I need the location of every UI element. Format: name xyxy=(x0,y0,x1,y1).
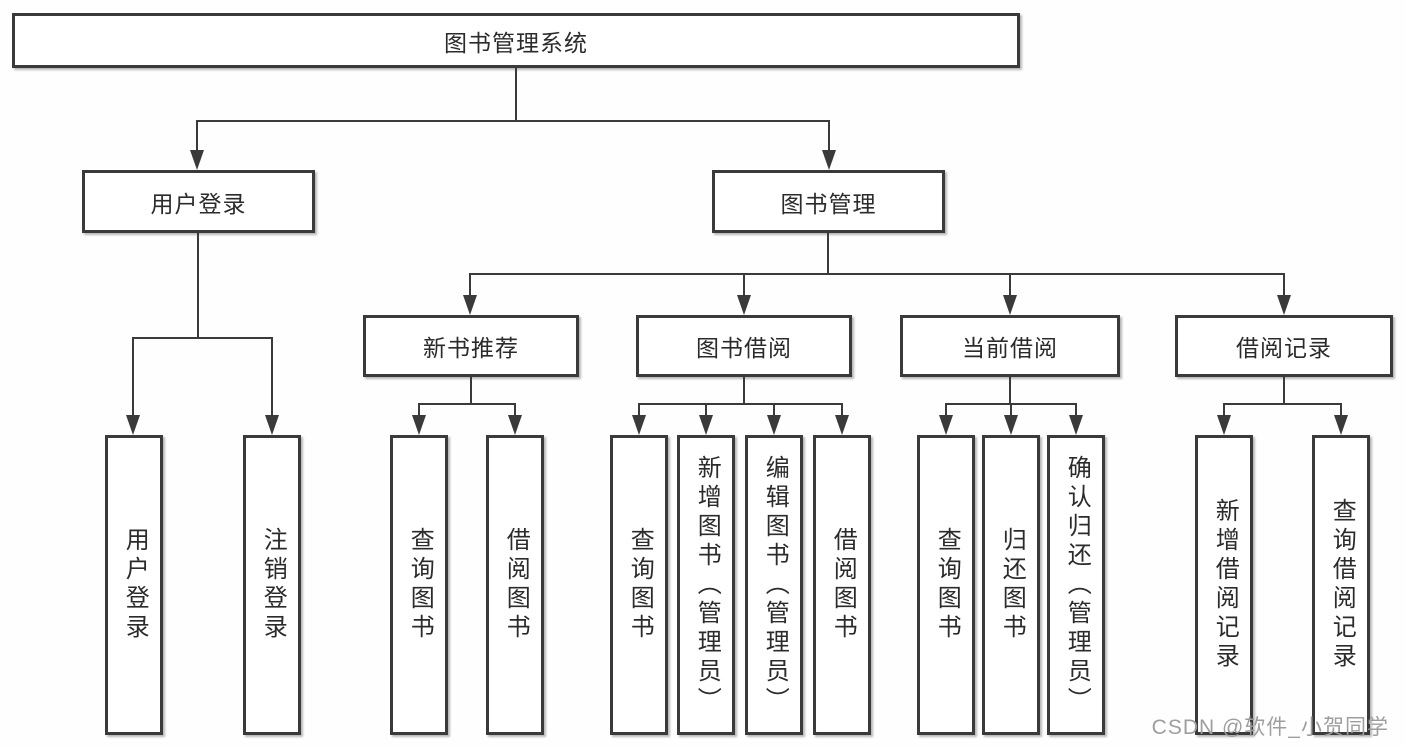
arrow-down-icon xyxy=(1277,295,1291,315)
node-root: 图书管理系统 xyxy=(12,13,1020,68)
connector-shaft xyxy=(638,403,640,419)
connector-shaft xyxy=(469,273,471,297)
node-label: 用户登录 xyxy=(150,190,247,217)
arrow-down-icon xyxy=(412,415,426,435)
connector-shaft xyxy=(1340,403,1342,419)
node-label: 图书借阅 xyxy=(696,335,792,361)
connector-shaft xyxy=(828,120,830,152)
connector-current-borrow-stub xyxy=(1009,377,1011,403)
arrow-down-icon xyxy=(699,415,713,435)
node-leaf-query-books-recommend: 查询图书 xyxy=(390,435,448,735)
node-label: 图书管理系统 xyxy=(444,29,588,56)
node-leaf-borrow-books-recommend: 借阅图书 xyxy=(486,435,544,735)
arrow-down-icon xyxy=(1004,415,1018,435)
arrow-down-icon xyxy=(939,415,953,435)
arrow-down-icon xyxy=(265,415,279,435)
connector-book-mgmt-stub xyxy=(827,233,829,273)
node-leaf-add-borrow-record: 新增借阅记录 xyxy=(1195,435,1253,735)
connector-shaft xyxy=(132,337,134,417)
node-leaf-confirm-return-admin: 确认归还（管理员） xyxy=(1047,435,1105,735)
node-label: 编辑图书（管理员） xyxy=(761,454,789,716)
connector-shaft xyxy=(1223,403,1225,419)
node-label: 借阅记录 xyxy=(1236,335,1332,361)
connector-shaft xyxy=(271,337,273,417)
arrow-down-icon xyxy=(632,415,646,435)
arrow-down-icon xyxy=(508,415,522,435)
node-leaf-query-books-borrow: 查询图书 xyxy=(610,435,668,735)
node-label: 借阅图书 xyxy=(502,527,530,643)
connector-shaft xyxy=(841,403,843,419)
arrow-down-icon xyxy=(1334,415,1348,435)
node-leaf-add-books-admin: 新增图书（管理员） xyxy=(677,435,735,735)
node-label: 查询图书 xyxy=(626,527,654,643)
connector-root-stub xyxy=(515,68,517,120)
connector-shaft xyxy=(1010,403,1012,419)
connector-shaft xyxy=(1009,273,1011,297)
arrow-down-icon xyxy=(126,415,140,435)
node-leaf-edit-books-admin: 编辑图书（管理员） xyxy=(745,435,803,735)
node-leaf-query-borrow-record: 查询借阅记录 xyxy=(1312,435,1370,735)
connector-shaft xyxy=(1283,273,1285,297)
node-label: 新增借阅记录 xyxy=(1211,498,1239,672)
connector-shaft xyxy=(743,273,745,297)
node-label: 图书管理 xyxy=(780,190,877,217)
arrow-down-icon xyxy=(767,415,781,435)
node-leaf-user-login: 用户登录 xyxy=(105,435,163,735)
connector-user-login-rail xyxy=(133,337,273,339)
node-label: 确认归还（管理员） xyxy=(1063,454,1091,716)
csdn-watermark: CSDN @软件_小贺同学 xyxy=(1151,716,1389,739)
connector-new-book-stub xyxy=(470,377,472,403)
node-leaf-return-books: 归还图书 xyxy=(982,435,1040,735)
arrow-down-icon xyxy=(737,295,751,315)
node-label: 注销登录 xyxy=(259,527,287,643)
connector-shaft xyxy=(514,403,516,419)
connector-borrow-record-rail xyxy=(1224,403,1342,405)
arrow-down-icon xyxy=(190,150,204,170)
node-label: 新增图书（管理员） xyxy=(693,454,721,716)
connector-book-borrow-rail xyxy=(639,403,843,405)
node-current-borrow: 当前借阅 xyxy=(900,315,1120,377)
arrow-down-icon xyxy=(822,150,836,170)
node-leaf-logout: 注销登录 xyxy=(243,435,301,735)
node-leaf-borrow-books: 借阅图书 xyxy=(813,435,871,735)
connector-new-book-rail xyxy=(419,403,516,405)
node-leaf-query-books-current: 查询图书 xyxy=(917,435,975,735)
node-label: 查询图书 xyxy=(406,527,434,643)
node-book-management: 图书管理 xyxy=(712,170,945,233)
node-label: 当前借阅 xyxy=(962,335,1058,361)
arrow-down-icon xyxy=(1069,415,1083,435)
node-label: 归还图书 xyxy=(998,527,1026,643)
connector-book-borrow-stub xyxy=(743,377,745,403)
node-label: 用户登录 xyxy=(121,527,149,643)
node-label: 查询借阅记录 xyxy=(1328,498,1356,672)
arrow-down-icon xyxy=(1003,295,1017,315)
connector-shaft xyxy=(1075,403,1077,419)
connector-shaft xyxy=(705,403,707,419)
connector-shaft xyxy=(773,403,775,419)
node-label: 新书推荐 xyxy=(423,335,519,361)
node-book-borrow: 图书借阅 xyxy=(636,315,852,377)
node-borrow-record: 借阅记录 xyxy=(1175,315,1393,377)
connector-book-mgmt-rail xyxy=(470,273,1283,275)
connector-shaft xyxy=(945,403,947,419)
connector-user-login-stub xyxy=(197,233,199,337)
connector-shaft xyxy=(196,120,198,152)
node-label: 查询图书 xyxy=(933,527,961,643)
connector-borrow-record-stub xyxy=(1283,377,1285,403)
arrow-down-icon xyxy=(463,295,477,315)
connector-root-rail xyxy=(196,120,830,122)
node-label: 借阅图书 xyxy=(829,527,857,643)
connector-shaft xyxy=(418,403,420,419)
arrow-down-icon xyxy=(835,415,849,435)
arrow-down-icon xyxy=(1217,415,1231,435)
node-new-book-recommend: 新书推荐 xyxy=(363,315,579,377)
node-user-login: 用户登录 xyxy=(82,170,315,233)
